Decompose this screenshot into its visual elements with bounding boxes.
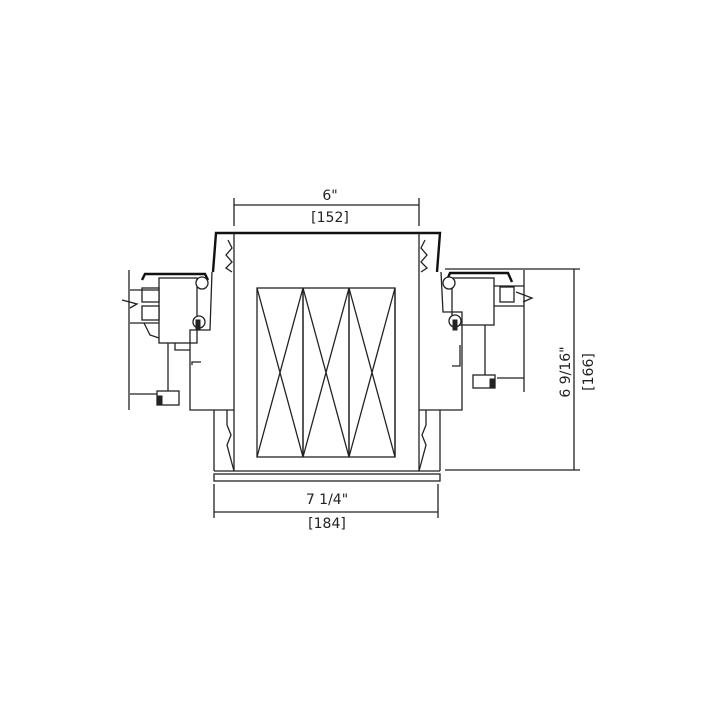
height-imperial: 6 9/16"	[558, 346, 574, 397]
height-metric: [166]	[581, 353, 597, 391]
bottom-width-metric: [184]	[308, 516, 346, 532]
bottom-width-dimension: 7 1/4" [184]	[213, 484, 439, 532]
top-width-imperial: 6"	[322, 188, 337, 204]
filter-box	[256, 287, 396, 458]
top-width-metric: [152]	[311, 210, 349, 226]
housing-body	[211, 231, 442, 482]
left-mounting-bracket	[121, 270, 234, 411]
height-dimension: 6 9/16" [166]	[445, 268, 597, 471]
break-symbol	[515, 291, 534, 303]
break-symbol	[121, 299, 139, 309]
top-width-dimension: 6" [152]	[233, 188, 420, 226]
bottom-width-imperial: 7 1/4"	[306, 492, 348, 508]
right-mounting-bracket	[419, 270, 534, 411]
trim-plate	[213, 473, 441, 482]
